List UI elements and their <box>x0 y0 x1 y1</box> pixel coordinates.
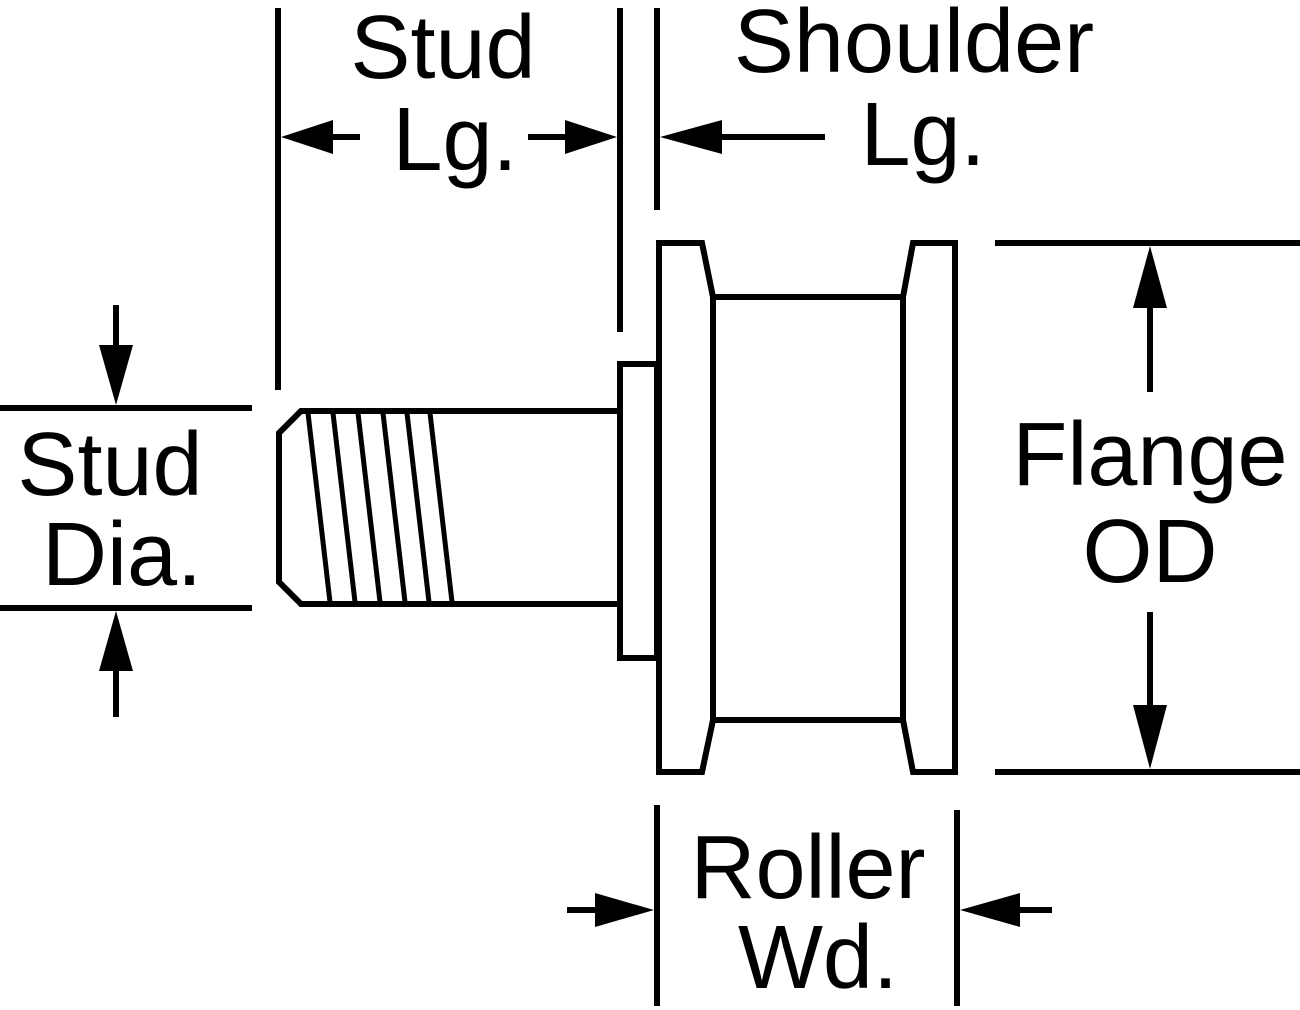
shoulder-length-arrowhead <box>660 120 722 154</box>
right-flange <box>900 240 958 775</box>
stud-length-label-line1: Stud <box>350 0 535 98</box>
shoulder-length-dimension: Shoulder Lg. <box>654 0 1094 210</box>
stud-diameter-label-line1: Stud <box>17 415 202 515</box>
stud-length-arrowhead-right <box>565 120 617 154</box>
stud-diameter-arrowhead-top <box>99 345 133 405</box>
thread-line <box>427 412 455 603</box>
roller-width-arrowhead-right <box>960 893 1020 927</box>
flange-od-label-line2: OD <box>1083 502 1218 602</box>
shoulder <box>617 361 660 661</box>
cam-follower-part <box>276 240 958 775</box>
stud-diameter-dimension: Stud Dia. <box>0 305 252 717</box>
flange-od-dimension: Flange OD <box>995 240 1300 775</box>
thread-line <box>404 412 432 603</box>
stud-diameter-arrowhead-bottom <box>99 611 133 671</box>
thread-line <box>355 412 383 603</box>
flange-od-arrowhead-top <box>1133 246 1167 308</box>
flange-od-label-line1: Flange <box>1012 405 1287 505</box>
stud-diameter-label-line2: Dia. <box>42 505 202 605</box>
flange-od-arrowhead-bottom <box>1133 705 1167 769</box>
stud-length-arrowhead-left <box>281 120 333 154</box>
thread-line <box>380 412 408 603</box>
roller-width-dimension: Roller Wd. <box>567 805 1052 1008</box>
left-flange <box>656 240 716 775</box>
shoulder-length-label-line2: Lg. <box>860 85 985 185</box>
stud-length-label-line2: Lg. <box>392 90 517 190</box>
thread-line <box>330 412 358 603</box>
roller-width-arrowhead-left <box>595 893 654 927</box>
shoulder-length-label-line1: Shoulder <box>734 0 1094 92</box>
thread-line <box>305 412 333 603</box>
roller-width-label-line2: Wd. <box>738 908 898 1008</box>
roller-body <box>708 294 907 723</box>
stud-threads <box>305 412 455 603</box>
roller-width-label-line1: Roller <box>690 818 925 918</box>
stud-length-dimension: Stud Lg. <box>275 0 623 390</box>
